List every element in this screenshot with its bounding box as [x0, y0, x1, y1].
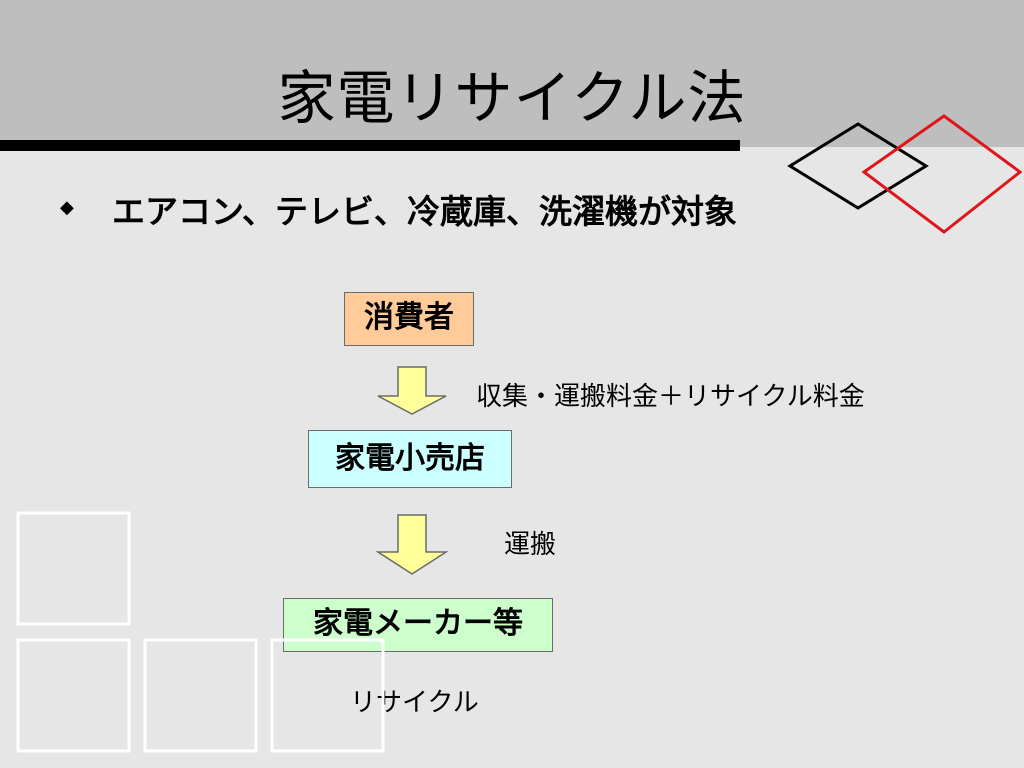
- recycle-note: リサイクル: [350, 688, 479, 718]
- fee-note: 収集・運搬料金＋リサイクル料金: [476, 382, 865, 412]
- title-rule: [0, 140, 740, 151]
- down-arrow-icon: [377, 366, 447, 415]
- decorative-diamonds: [787, 114, 1023, 234]
- bullet-text: エアコン、テレビ、冷蔵庫、洗濯機が対象: [112, 192, 738, 231]
- title-band: [0, 0, 1024, 147]
- deco-square: [143, 638, 258, 753]
- deco-square: [270, 638, 385, 753]
- down-arrow-icon: [376, 514, 448, 575]
- maker-box: 家電メーカー等: [283, 598, 553, 652]
- deco-square: [16, 511, 131, 626]
- retailer-box: 家電小売店: [308, 430, 512, 488]
- consumer-box: 消費者: [344, 292, 474, 346]
- decorative-squares: [16, 511, 385, 753]
- black-diamond: [787, 122, 929, 210]
- transport-note: 運搬: [504, 530, 557, 560]
- red-diamond: [861, 114, 1023, 234]
- deco-square: [16, 638, 131, 753]
- diamond-bullet-icon: ◆: [60, 197, 74, 218]
- slide-title: 家電リサイクル法: [277, 64, 747, 132]
